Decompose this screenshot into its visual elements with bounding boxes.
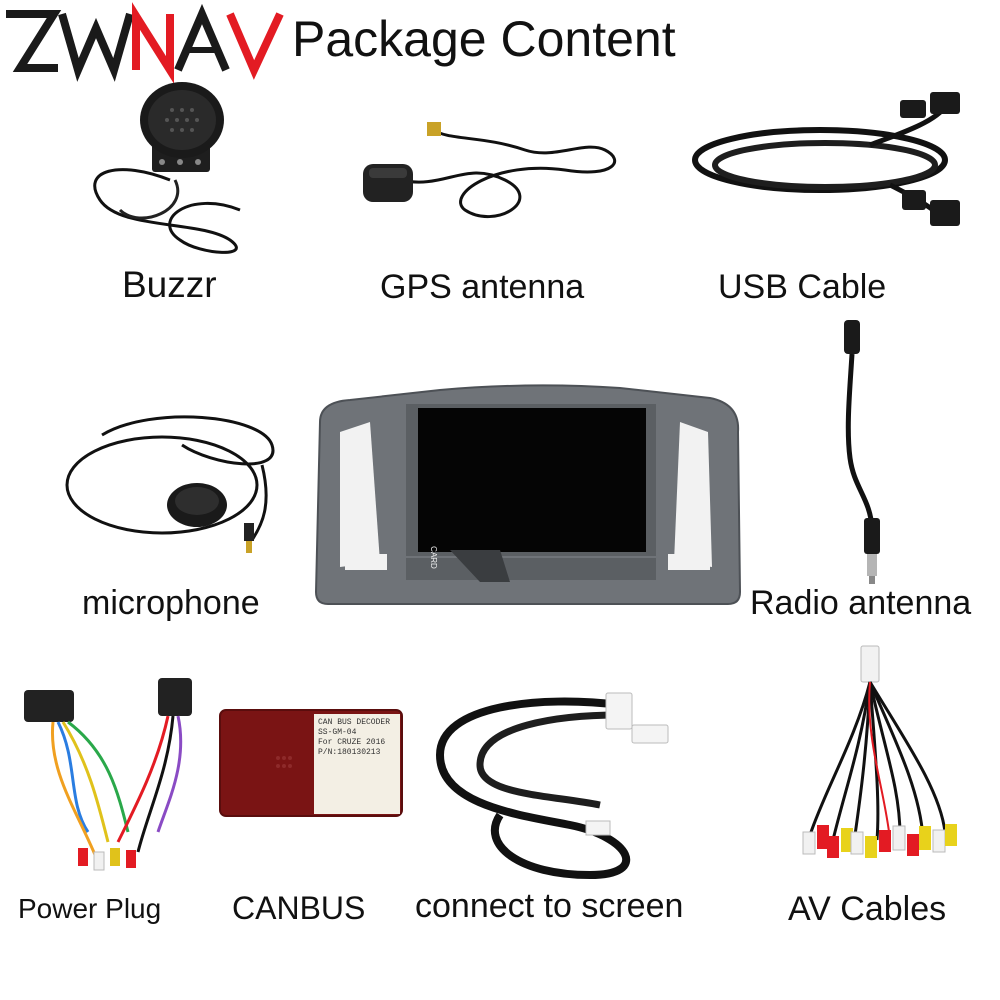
usb-label: USB Cable: [718, 268, 887, 306]
header: Package Content: [0, 0, 1000, 84]
radio-antenna-label: Radio antenna: [750, 584, 972, 622]
card-slot-tag: CARD: [428, 546, 438, 569]
canbus-sticker-line: SS-GM-04: [318, 728, 357, 737]
canbus-sticker-line: CAN BUS DECODER: [318, 718, 391, 727]
canbus-sticker: CAN BUS DECODER SS-GM-04 For CRUZE 2016 …: [318, 718, 398, 808]
head-unit-screen-icon: [314, 384, 742, 605]
usb-cable-icon: [692, 92, 960, 226]
buzzer-label: Buzzr: [122, 264, 217, 305]
gps-label: GPS antenna: [380, 268, 585, 306]
zwnav-logo: [6, 2, 284, 84]
connect-screen-label: connect to screen: [415, 887, 684, 925]
screen-cable-icon: [435, 692, 669, 880]
radio-antenna-icon: [844, 320, 880, 584]
av-cables-label: AV Cables: [788, 890, 947, 928]
power-plug-label: Power Plug: [18, 893, 162, 924]
canbus-sticker-line: For CRUZE 2016: [318, 738, 386, 747]
canbus-label: CANBUS: [232, 890, 366, 926]
buzzer-speaker-icon: [93, 82, 241, 254]
gps-antenna-icon: [363, 122, 617, 219]
canbus-decoder-icon: [219, 709, 403, 817]
microphone-label: microphone: [82, 584, 260, 622]
page-title: Package Content: [292, 11, 676, 67]
canbus-sticker-line: P/N:180130213: [318, 748, 381, 757]
power-harness-icon: [24, 678, 192, 871]
av-cables-icon: [802, 645, 957, 858]
microphone-icon: [65, 415, 275, 553]
